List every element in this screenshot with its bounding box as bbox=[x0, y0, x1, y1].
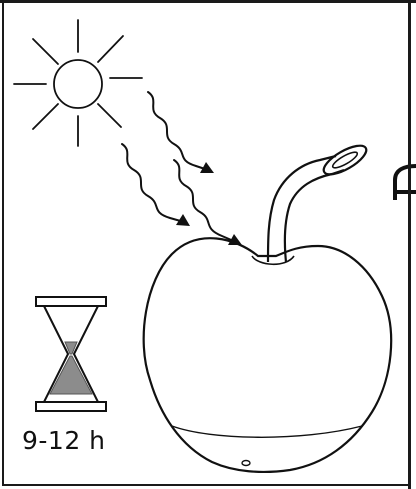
frame-border bbox=[2, 2, 409, 486]
duration-label: 9-12 h bbox=[22, 426, 132, 455]
right-border bbox=[408, 0, 411, 489]
